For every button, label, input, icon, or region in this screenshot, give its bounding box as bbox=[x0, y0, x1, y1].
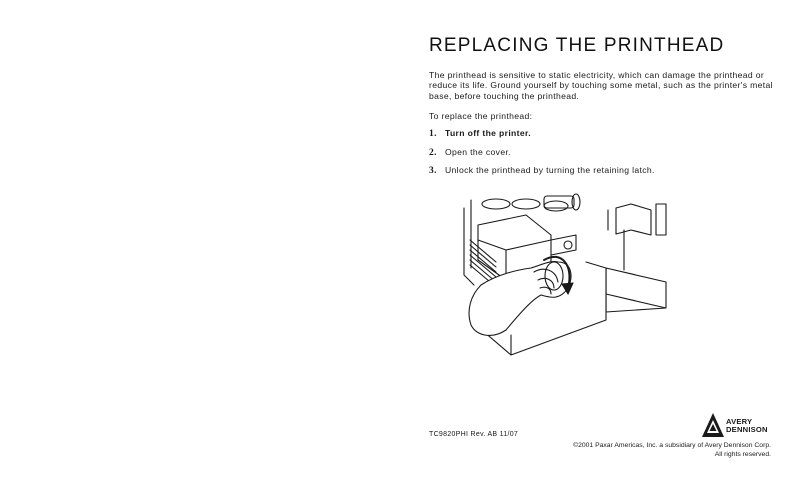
page-title: REPLACING THE PRINTHEAD bbox=[429, 35, 725, 56]
avery-dennison-logo-icon bbox=[702, 413, 724, 437]
step-text: Turn off the printer. bbox=[445, 128, 531, 138]
step-1: 1. Turn off the printer. bbox=[429, 128, 531, 139]
step-number: 1. bbox=[429, 129, 437, 139]
step-number: 2. bbox=[429, 148, 437, 158]
logo-line-2: DENNISON bbox=[726, 425, 768, 435]
printer-illustration bbox=[463, 193, 667, 356]
lead-in-text: To replace the printhead: bbox=[429, 111, 533, 121]
logo-wordmark: AVERY DENNISON bbox=[726, 417, 768, 435]
step-2: 2. Open the cover. bbox=[429, 147, 511, 158]
step-number: 3. bbox=[429, 166, 437, 176]
copyright-notice: ©2001 Paxar Americas, Inc. a subsidiary … bbox=[511, 441, 771, 459]
step-3: 3. Unlock the printhead by turning the r… bbox=[429, 165, 655, 176]
intro-paragraph: The printhead is sensitive to static ele… bbox=[429, 70, 773, 101]
copyright-line-1: ©2001 Paxar Americas, Inc. a subsidiary … bbox=[573, 442, 771, 449]
step-text: Open the cover. bbox=[445, 147, 511, 157]
copyright-line-2: All rights reserved. bbox=[714, 451, 771, 458]
logo-line-1: AVERY bbox=[726, 417, 753, 426]
avery-dennison-logo: AVERY DENNISON bbox=[701, 412, 773, 440]
document-code: TC9820PHI Rev. AB 11/07 bbox=[429, 431, 519, 438]
step-text: Unlock the printhead by turning the reta… bbox=[445, 165, 655, 175]
